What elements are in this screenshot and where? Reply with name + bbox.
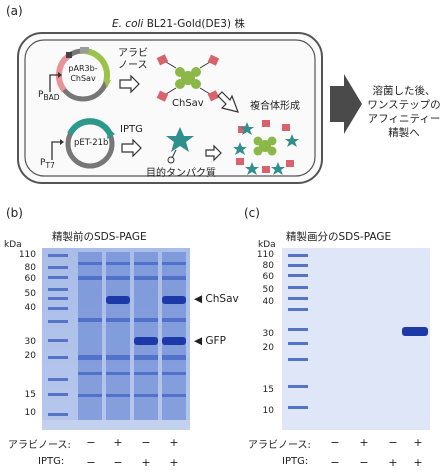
band-label-gfp: ◀ GFP bbox=[194, 335, 226, 347]
b-cond1-lane2: + bbox=[113, 436, 123, 449]
promoter-1-label: PBAD bbox=[38, 90, 60, 102]
panel-b-label: (b) bbox=[6, 206, 23, 220]
mw-10: 10 bbox=[262, 406, 274, 416]
c-cond1-lane2: + bbox=[359, 436, 369, 449]
c-cond2-lane3: + bbox=[388, 456, 398, 469]
panel-c-label: (c) bbox=[244, 206, 260, 220]
cell-outline bbox=[17, 32, 323, 184]
promoter-2-label: PT7 bbox=[40, 158, 55, 170]
b-cond2-lane4: + bbox=[169, 456, 179, 469]
mw-80: 80 bbox=[24, 263, 36, 273]
mw-60: 60 bbox=[262, 272, 274, 282]
b-cond1-lane1: − bbox=[86, 436, 96, 449]
b-cond1-lane3: − bbox=[141, 436, 151, 449]
b-cond2-lane1: − bbox=[86, 456, 96, 469]
strain-italic: E. coli bbox=[112, 18, 144, 30]
plasmid-2-label: pET-21b bbox=[74, 138, 109, 148]
b-cond2-lane2: − bbox=[113, 456, 123, 469]
chsav-tetramer-icon bbox=[156, 54, 220, 102]
inducer-1-label: アラビ ノース bbox=[118, 48, 148, 72]
panel-c-title: 精製画分のSDS-PAGE bbox=[286, 231, 392, 243]
plasmid-1-line2: ChSav bbox=[70, 74, 96, 83]
c-cond1-lane1: − bbox=[330, 436, 340, 449]
mw-15: 15 bbox=[24, 390, 36, 400]
mw-40: 40 bbox=[24, 303, 36, 313]
mw-60: 60 bbox=[24, 274, 36, 284]
panel-b-kda: kDa bbox=[4, 240, 22, 250]
mw-40: 40 bbox=[262, 297, 274, 307]
promoter-2-arrow bbox=[51, 141, 60, 160]
strain-title: E. coli BL21-Gold(DE3) 株 bbox=[112, 16, 245, 31]
panel-b-cond1-label: アラビノース: bbox=[8, 440, 71, 451]
inducer-1-line1: アラビ bbox=[118, 48, 148, 59]
result-arrow bbox=[330, 74, 362, 134]
c-cond2-lane2: − bbox=[359, 456, 369, 469]
plasmid-1-label: pAR3b- ChSav bbox=[68, 64, 98, 84]
panel-c-kda: kDa bbox=[258, 240, 276, 250]
panel-a-diagram bbox=[17, 32, 362, 184]
mw-20: 20 bbox=[262, 343, 274, 353]
c-cond2-lane1: − bbox=[330, 456, 340, 469]
promoter-1-arrow bbox=[49, 74, 58, 92]
strain-rest: BL21-Gold(DE3) 株 bbox=[146, 18, 245, 30]
product-1-label: ChSav bbox=[172, 98, 204, 109]
c-cond1-lane3: − bbox=[388, 436, 398, 449]
mw-110: 110 bbox=[18, 250, 36, 260]
result-text: 溶菌した後、 ワンステップの アフィニティー 精製へ bbox=[366, 84, 442, 140]
c-cond1-lane4: + bbox=[413, 436, 423, 449]
mw-30: 30 bbox=[262, 329, 274, 339]
panel-c-cond1-label: アラビノース: bbox=[248, 440, 311, 451]
result-line1: 溶菌した後、 bbox=[372, 85, 436, 97]
band-label-chsav: ◀ ChSav bbox=[194, 293, 239, 305]
plasmid-2-icon bbox=[65, 118, 115, 169]
mw-10: 10 bbox=[24, 408, 36, 418]
panel-b-title: 精製前のSDS-PAGE bbox=[52, 231, 147, 243]
mw-30: 30 bbox=[24, 337, 36, 347]
panel-c-cond2-label: IPTG: bbox=[282, 456, 309, 467]
mw-20: 20 bbox=[24, 351, 36, 361]
mw-15: 15 bbox=[262, 385, 274, 395]
target-protein-icon bbox=[166, 127, 194, 164]
plasmid-1-icon bbox=[55, 47, 111, 102]
b-cond2-lane3: + bbox=[141, 456, 151, 469]
mw-50: 50 bbox=[262, 285, 274, 295]
mw-110: 110 bbox=[256, 250, 274, 260]
result-line4: 精製へ bbox=[388, 127, 420, 139]
c-cond2-lane4: + bbox=[413, 456, 423, 469]
inducer-2-label: IPTG bbox=[120, 124, 143, 135]
complex-label: 複合体形成 bbox=[250, 101, 300, 112]
panel-b-cond2-label: IPTG: bbox=[38, 456, 65, 467]
mw-80: 80 bbox=[262, 261, 274, 271]
complex-icon bbox=[233, 120, 299, 175]
result-line3: アフィニティー bbox=[367, 113, 441, 125]
panel-a-label: (a) bbox=[6, 4, 23, 18]
inducer-1-line2: ノース bbox=[118, 60, 148, 71]
mw-50: 50 bbox=[24, 289, 36, 299]
b-cond1-lane4: + bbox=[169, 436, 179, 449]
result-line2: ワンステップの bbox=[367, 99, 441, 111]
product-2-label: 目的タンパク質 bbox=[146, 168, 216, 179]
plasmid-1-line1: pAR3b- bbox=[68, 64, 98, 73]
